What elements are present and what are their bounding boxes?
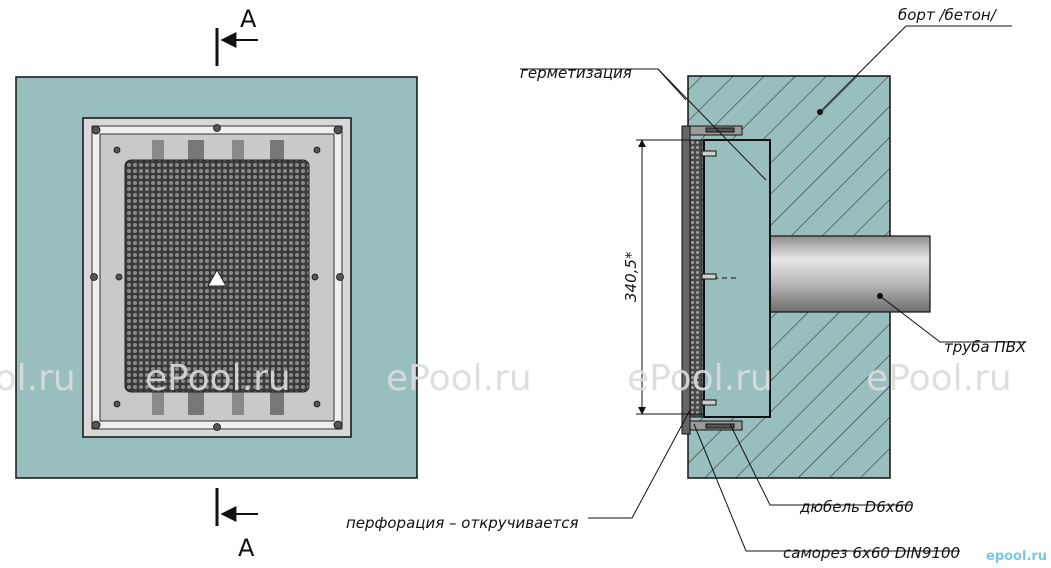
callout-dowel: дюбель D6х60 (799, 498, 914, 516)
watermarks: ePool.ru ePool.ru ePool.ru ePool.ru ePoo… (0, 358, 1012, 399)
dimension-line (636, 139, 704, 415)
logo-icon (207, 268, 227, 287)
watermark-4: ePool.ru (627, 358, 773, 399)
leader-lines (520, 25, 1026, 552)
dimension-label: 340,5* (622, 251, 640, 302)
section-label-top: A (240, 5, 257, 33)
front-view: A A (15, 5, 418, 562)
callout-wall: борт /бетон/ (898, 6, 998, 24)
callout-pipe: труба ПВХ (944, 338, 1027, 356)
dowels (701, 127, 735, 429)
pvc-pipe (767, 235, 931, 313)
watermark-1: ePool.ru (0, 358, 76, 399)
callout-sealing: герметизация (520, 64, 632, 82)
frame-screws (90, 124, 344, 431)
callout-perforation: перфорация – откручивается (346, 514, 579, 532)
section-marker-bottom: A (215, 488, 258, 562)
section-view: 340,5* борт /бетон/ герметизация труба П… (346, 6, 1027, 562)
callout-screw: саморез 6х60 DIN9100 (783, 544, 960, 562)
watermark-2: ePool.ru (145, 358, 291, 399)
section-marker-top: A (215, 5, 258, 66)
watermark-5: ePool.ru (866, 358, 1012, 399)
section-label-bottom: A (238, 534, 255, 562)
brand-logo: epool.ru (986, 549, 1047, 564)
watermark-3: ePool.ru (386, 358, 532, 399)
